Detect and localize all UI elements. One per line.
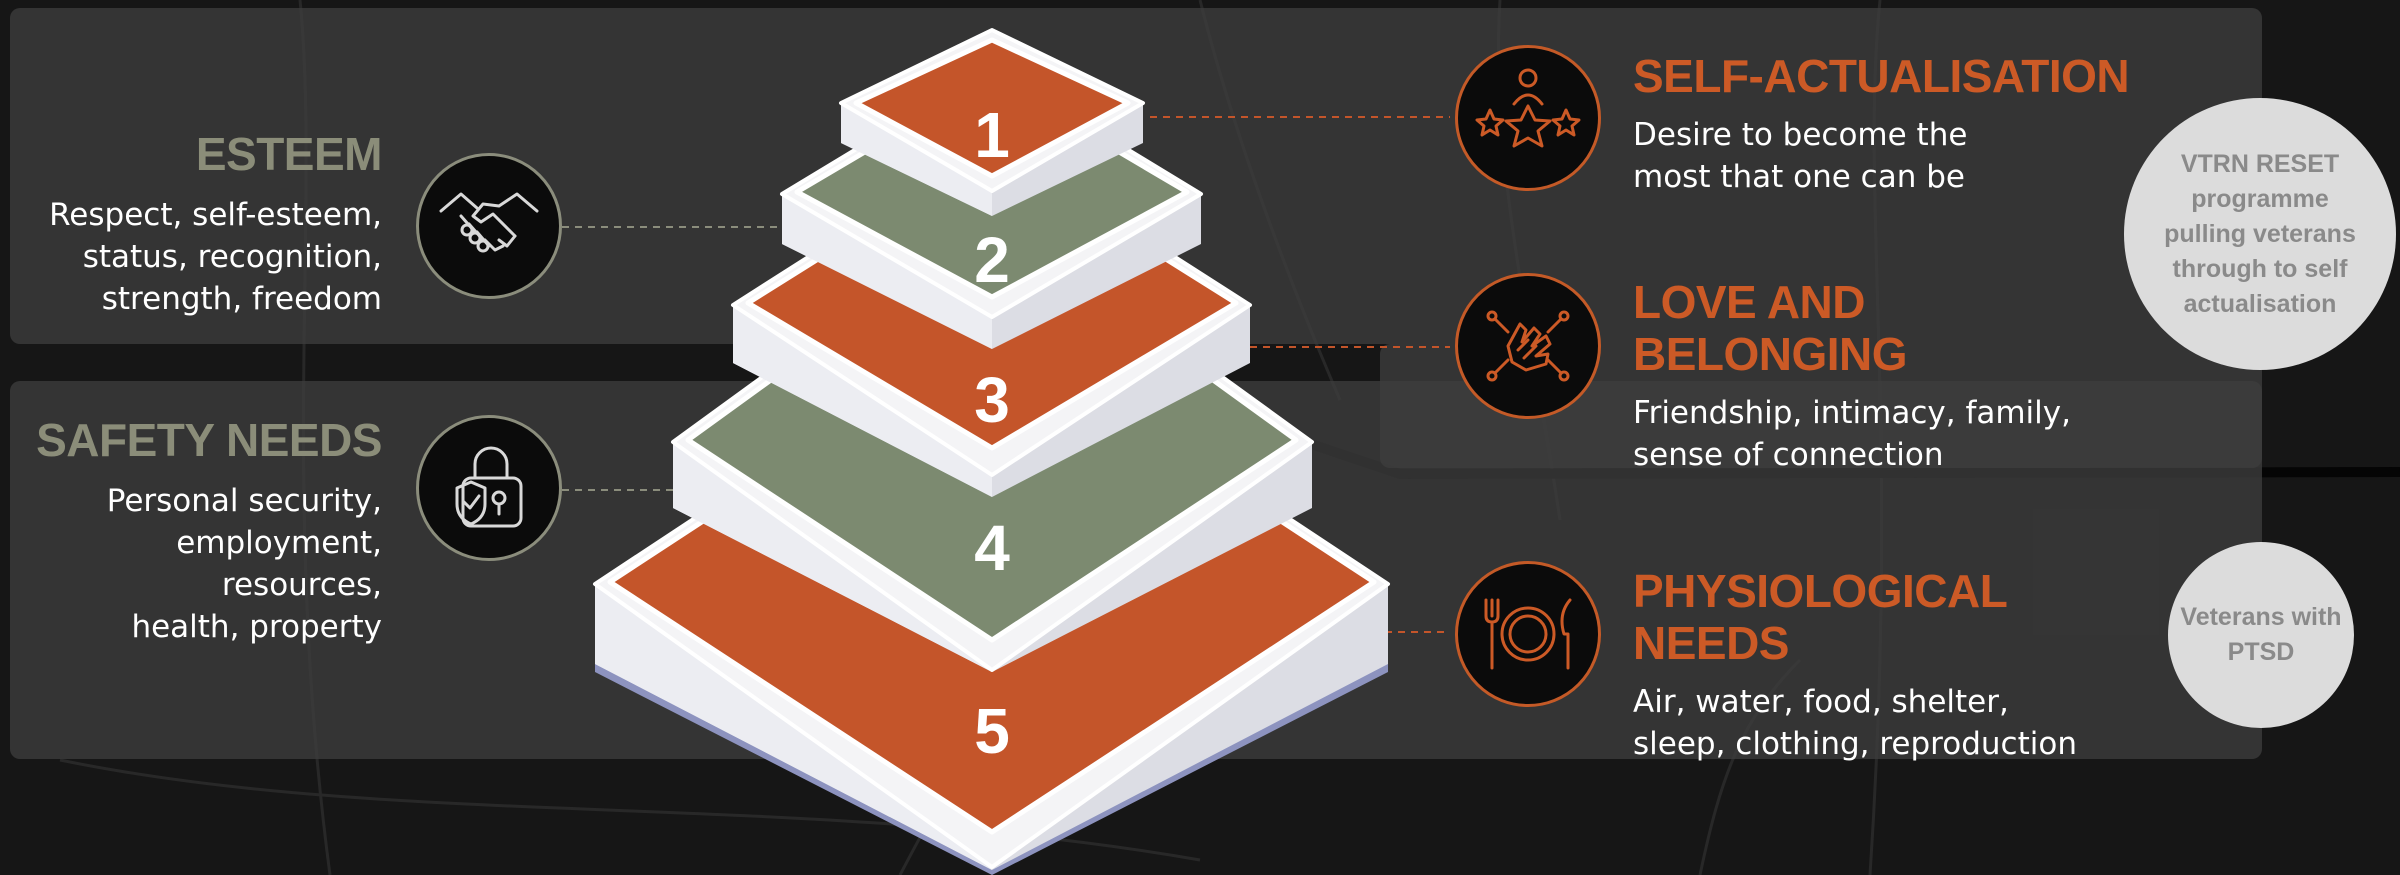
safety-needs-description: Personal security, employment, resources…: [106, 483, 382, 645]
love-belonging-description: Friendship, intimacy, family, sense of c…: [1633, 395, 2071, 473]
esteem-description: Respect, self-esteem, status, recognitio…: [49, 197, 382, 317]
tier-number-5: 5: [974, 695, 1010, 767]
physiological-needs-heading: PHYSIOLOGICAL NEEDS: [1633, 565, 2007, 669]
reset-programme-text: VTRN RESET programme pulling veterans th…: [2164, 149, 2356, 318]
people-stars-icon: [1455, 45, 1601, 191]
ptsd-text: Veterans with PTSD: [2180, 603, 2342, 666]
self-actualisation-heading: SELF-ACTUALISATION: [1633, 50, 2130, 102]
love-belonging-block: LOVE AND BELONGING Friendship, intimacy,…: [1633, 276, 2133, 476]
tier-number-2: 2: [974, 224, 1010, 296]
physiological-needs-description: Air, water, food, shelter, sleep, clothi…: [1633, 684, 2077, 762]
joined-hands-icon: [1455, 273, 1601, 419]
esteem-block: ESTEEM Respect, self-esteem, status, rec…: [0, 128, 382, 320]
self-actualisation-description: Desire to become the most that one can b…: [1633, 117, 1968, 195]
self-actualisation-block: SELF-ACTUALISATION Desire to become the …: [1633, 50, 2133, 198]
physiological-needs-block: PHYSIOLOGICAL NEEDS Air, water, food, sh…: [1633, 565, 2153, 765]
tier-number-1: 1: [974, 99, 1010, 171]
reset-programme-bubble: VTRN RESET programme pulling veterans th…: [2124, 98, 2396, 370]
esteem-heading: ESTEEM: [195, 128, 383, 180]
love-belonging-heading: LOVE AND BELONGING: [1633, 276, 1908, 380]
ptsd-bubble: Veterans with PTSD: [2168, 542, 2354, 728]
pyramid-tier-1: [839, 28, 1145, 216]
padlock-shield-icon: [416, 415, 562, 561]
safety-needs-block: SAFETY NEEDS Personal security, employme…: [0, 414, 382, 648]
safety-needs-heading: SAFETY NEEDS: [36, 414, 382, 466]
plate-cutlery-icon: [1455, 561, 1601, 707]
tier-number-4: 4: [974, 512, 1010, 584]
handshake-icon: [416, 153, 562, 299]
tier-number-3: 3: [974, 364, 1010, 436]
